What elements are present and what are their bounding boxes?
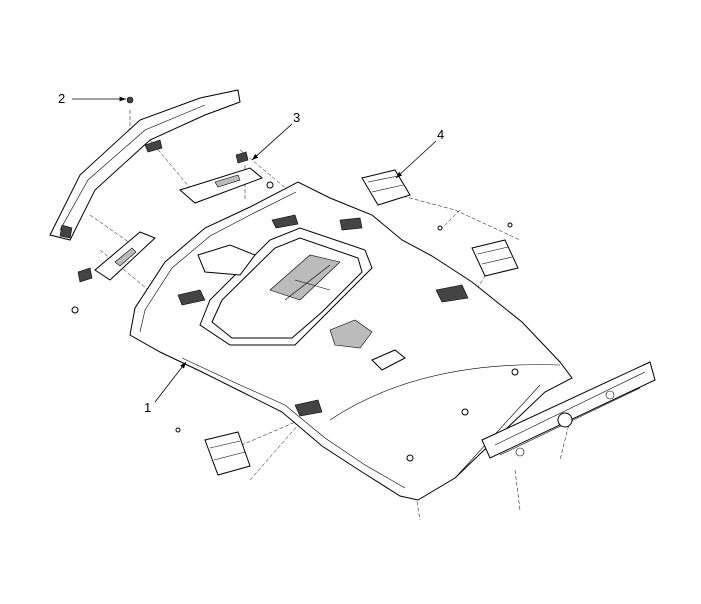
callout-leaders bbox=[72, 96, 437, 403]
sun-visors bbox=[77, 151, 263, 283]
leader-1 bbox=[154, 361, 187, 403]
callout-2: 2 bbox=[58, 91, 66, 106]
clips-and-screws bbox=[71, 96, 519, 462]
leader-3 bbox=[251, 123, 293, 161]
assembly-leader-lines bbox=[89, 110, 571, 521]
overhead-console bbox=[177, 214, 469, 417]
callout-1: 1 bbox=[144, 400, 152, 415]
rear-header-trim bbox=[481, 361, 656, 459]
callout-4: 4 bbox=[437, 127, 445, 142]
assist-handles bbox=[204, 169, 519, 476]
sunroof-opening bbox=[199, 227, 373, 346]
callout-3: 3 bbox=[293, 110, 301, 125]
leader-4 bbox=[395, 140, 437, 179]
front-header-trim bbox=[49, 89, 241, 241]
